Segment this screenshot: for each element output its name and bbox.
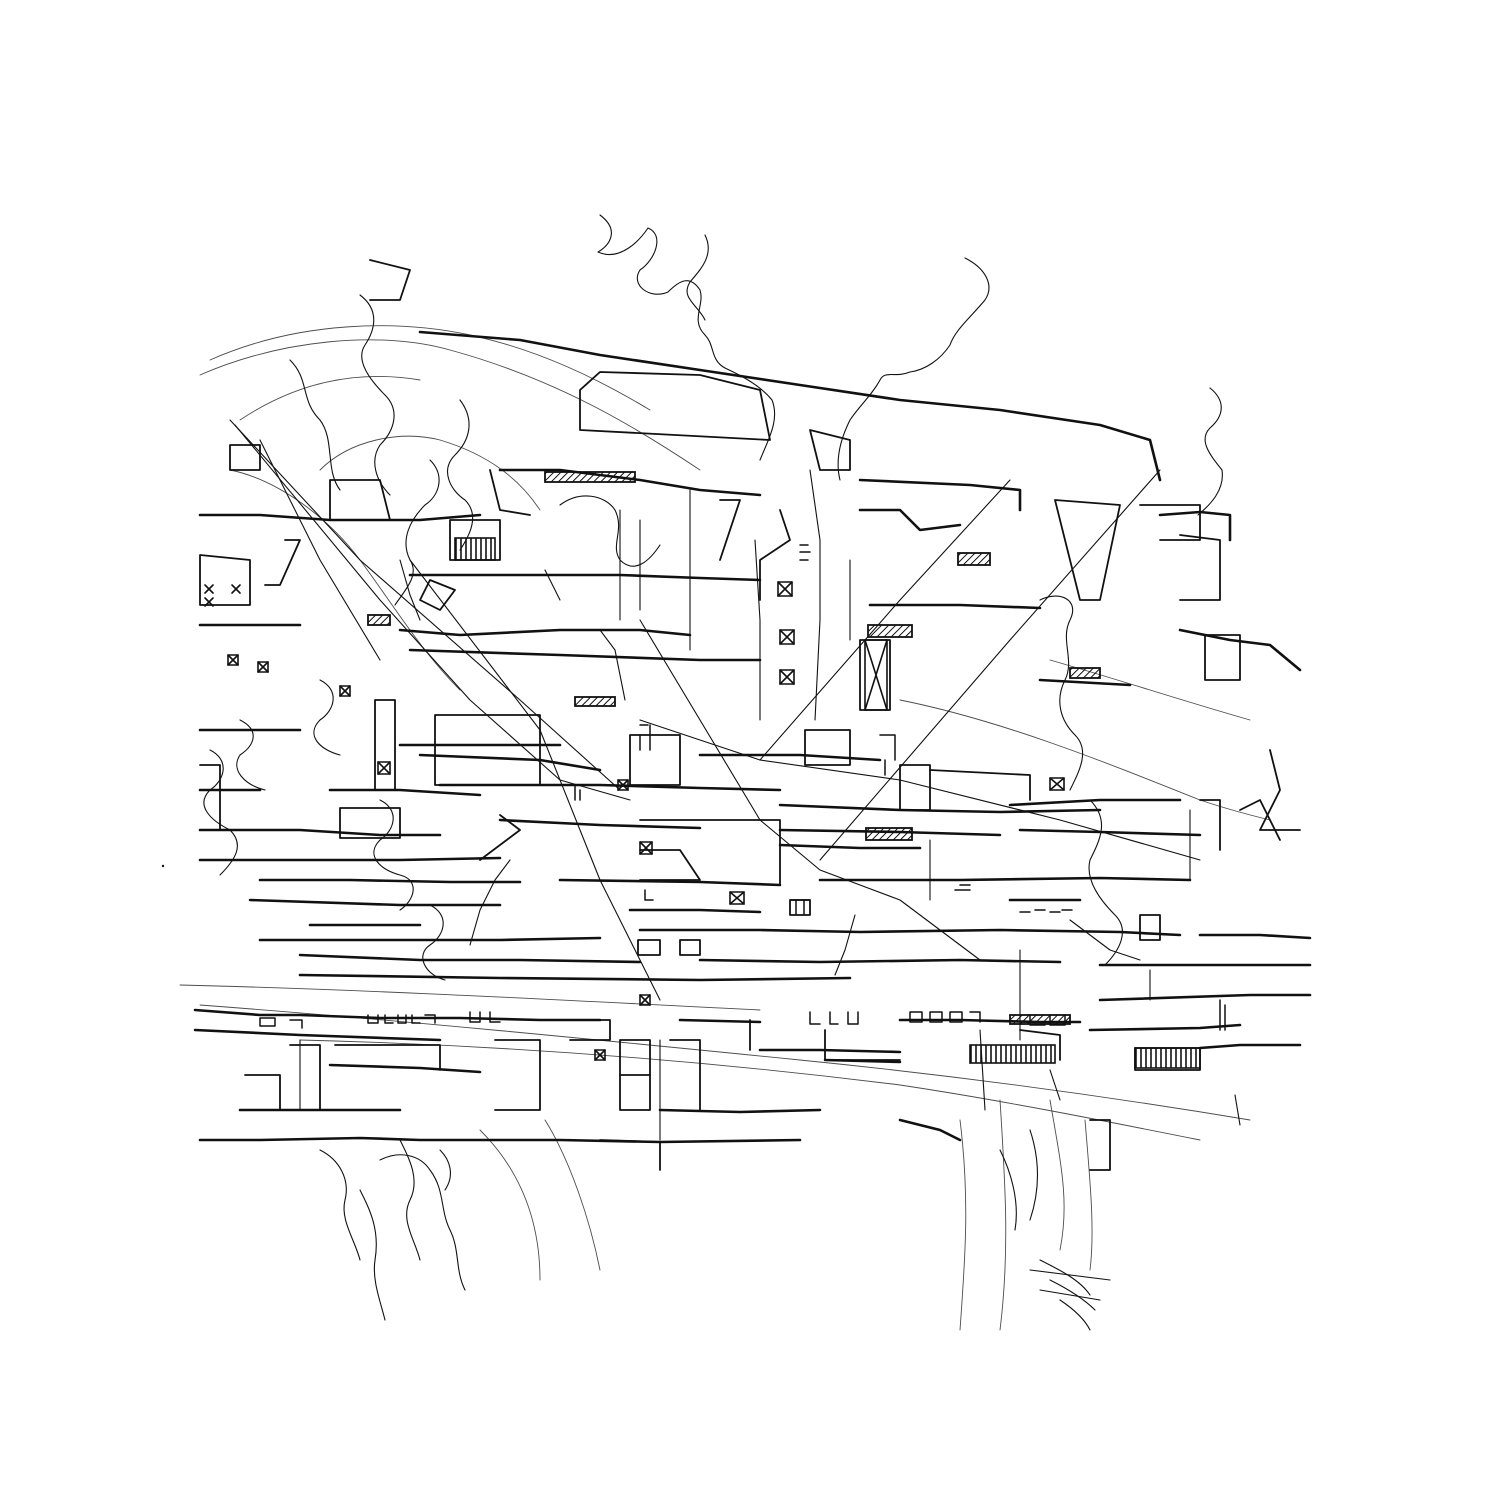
window-ticks [259,544,1226,1031]
block-outlines [199,259,1301,1171]
bottom-root-scribbles [319,1129,1111,1331]
vertical-strokes [299,469,1241,1141]
marked-squares [204,581,1065,1061]
hatched-walls [367,471,1201,1069]
stray-dot [161,864,165,868]
